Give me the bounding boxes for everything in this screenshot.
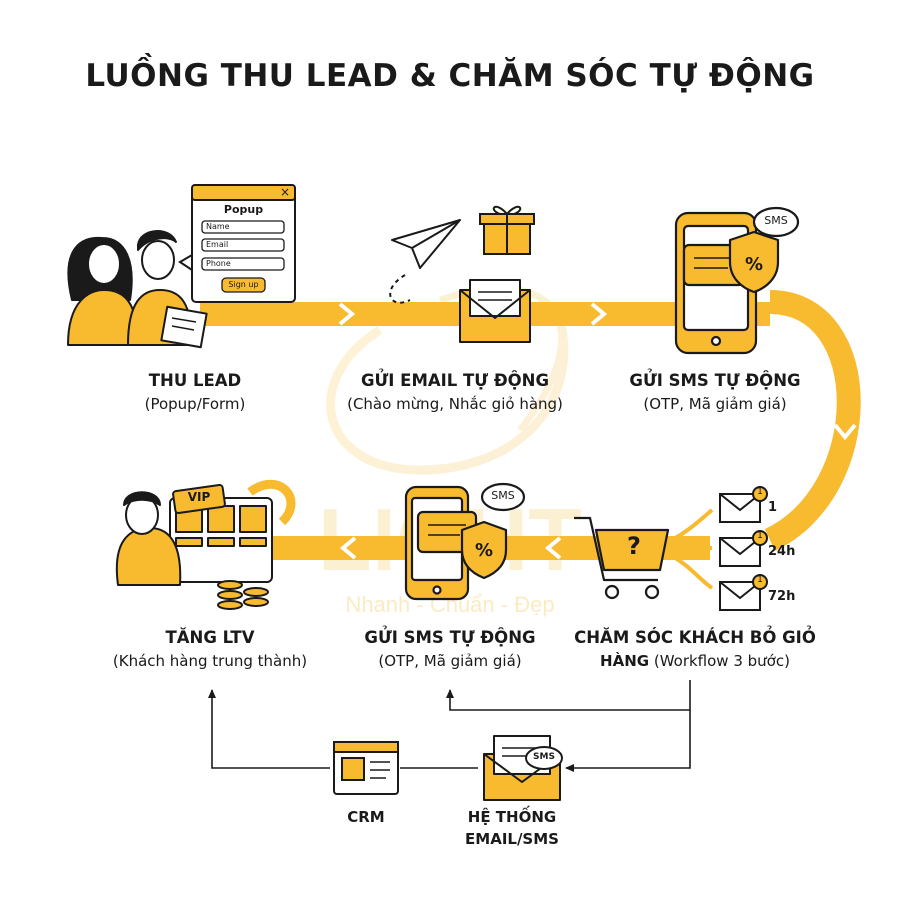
step-thu-lead-sub: (Popup/Form) bbox=[144, 395, 246, 413]
step-gui-email-title: GỬI EMAIL TỰ ĐỘNG bbox=[360, 371, 550, 390]
sms-badge-system: SMS bbox=[533, 752, 555, 762]
step-gui-sms-bottom-title: GỬI SMS TỰ ĐỘNG bbox=[364, 628, 536, 647]
workflow-step-1: 1 bbox=[768, 500, 778, 515]
sms-badge-top: SMS bbox=[764, 214, 788, 227]
step-gui-email-sub: (Chào mừng, Nhắc giỏ hàng) bbox=[347, 395, 563, 413]
step-tang-ltv-title: TĂNG LTV bbox=[165, 628, 255, 647]
popup-close-icon: × bbox=[279, 185, 291, 199]
popup-signup-button: Sign up bbox=[228, 280, 259, 289]
step-cham-soc-line2: HÀNG (Workflow 3 bước) bbox=[560, 652, 830, 670]
step-tang-ltv-sub: (Khách hàng trung thành) bbox=[112, 652, 308, 670]
step-cham-soc-sub: (Workflow 3 bước) bbox=[653, 652, 790, 670]
workflow-step-24h: 24h bbox=[768, 544, 796, 559]
email-sms-system-icon bbox=[483, 735, 563, 801]
workflow-badge-1: 1 bbox=[757, 487, 763, 497]
step-thu-lead-title: THU LEAD bbox=[148, 371, 242, 390]
people-illustration bbox=[67, 230, 208, 349]
workflow-arrows bbox=[671, 508, 714, 590]
popup-title: Popup bbox=[223, 203, 264, 216]
step-gui-sms-top-sub: (OTP, Mã giảm giá) bbox=[643, 395, 787, 413]
crm-window-icon bbox=[333, 741, 399, 795]
popup-field-email: Email bbox=[206, 240, 229, 249]
popup-field-name: Name bbox=[206, 222, 230, 231]
email-sms-system-label-2: EMAIL/SMS bbox=[465, 830, 559, 848]
step-cham-soc-title-2: HÀNG bbox=[600, 652, 650, 670]
workflow-step-72h: 72h bbox=[768, 589, 796, 604]
popup-window bbox=[178, 184, 296, 303]
email-sms-system-label-1: HỆ THỐNG bbox=[467, 808, 557, 826]
gift-icon bbox=[479, 205, 535, 255]
page-title: LUỒNG THU LEAD & CHĂM SÓC TỰ ĐỘNG bbox=[85, 58, 815, 94]
percent-icon-bottom: % bbox=[474, 540, 494, 561]
percent-icon-top: % bbox=[744, 254, 764, 275]
phone-sms-icon bbox=[674, 206, 800, 355]
paper-plane-icon bbox=[389, 219, 461, 304]
workflow-badge-3: 1 bbox=[757, 575, 763, 585]
question-mark-icon: ? bbox=[627, 532, 641, 560]
shopping-cart-icon bbox=[574, 516, 670, 600]
step-gui-sms-bottom-sub: (OTP, Mã giảm giá) bbox=[378, 652, 522, 670]
connector-lines bbox=[208, 680, 691, 772]
vip-badge: VIP bbox=[187, 490, 211, 504]
envelope-icon bbox=[459, 279, 531, 343]
crm-label: CRM bbox=[347, 808, 385, 826]
workflow-envelopes bbox=[719, 486, 768, 611]
phone-sms-icon-bottom bbox=[404, 482, 526, 601]
step-gui-sms-top-title: GỬI SMS TỰ ĐỘNG bbox=[629, 371, 801, 390]
popup-field-phone: Phone bbox=[206, 259, 231, 268]
workflow-badge-2: 1 bbox=[757, 531, 763, 541]
ltv-illustration bbox=[115, 479, 296, 610]
step-cham-soc-title: CHĂM SÓC KHÁCH BỎ GIỎ bbox=[574, 628, 816, 647]
sms-badge-bottom: SMS bbox=[491, 489, 515, 502]
